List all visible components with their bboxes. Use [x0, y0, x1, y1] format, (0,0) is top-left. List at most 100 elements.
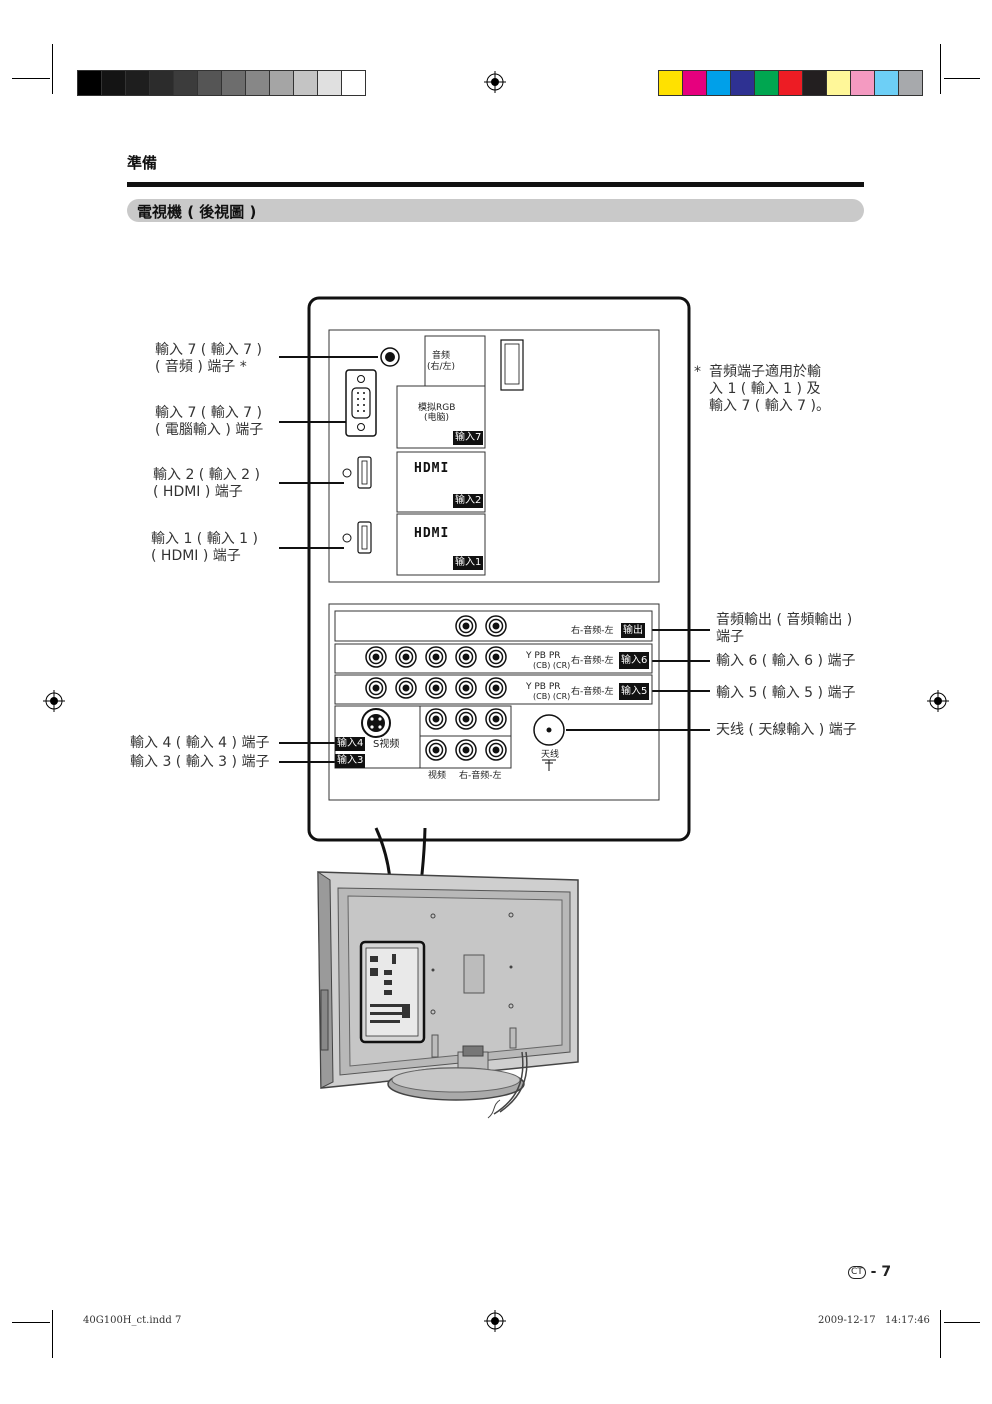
label-antenna: 天线 ( 天線輸入 ) 端子 [716, 722, 857, 738]
rca-jack-icon [395, 646, 417, 668]
label-input4: 輸入 4 ( 輸入 4 ) 端子 [130, 735, 270, 751]
label-line: ( HDMI ) 端子 [153, 484, 243, 500]
footnote-text: 音頻端子適用於輸 入 1 ( 輸入 1 ) 及 輸入 7 ( 輸入 7 )。 [709, 364, 830, 415]
subsection-banner: 電視機 ( 後視圖 ) [127, 199, 864, 222]
label-input6: 輸入 6 ( 輸入 6 ) 端子 [716, 653, 856, 669]
page-number: CT - 7 [848, 1264, 891, 1280]
color-swatch [898, 70, 923, 96]
label-line: 音頻輸出 ( 音頻輸出 ) [716, 612, 853, 628]
color-swatch [197, 70, 222, 96]
footnote-line: 入 1 ( 輸入 1 ) 及 [709, 381, 821, 397]
panel-text-audio: 右-音频-左 [571, 687, 614, 697]
port-tag-input1: 输入1 [453, 556, 484, 570]
label-line: ( HDMI ) 端子 [151, 548, 241, 564]
crop-mark [12, 78, 50, 79]
footnote-line: 音頻端子適用於輸 [709, 364, 821, 380]
port-tag-input5: 输入5 [619, 683, 650, 700]
subsection-title: 電視機 ( 後視圖 ) [137, 203, 257, 221]
rca-jack-icon [455, 739, 477, 761]
panel-text-s-video: S视频 [373, 739, 400, 750]
crop-mark [940, 1310, 941, 1358]
label-input2-hdmi: 輸入 2 ( 輸入 2 ) ( HDMI ) 端子 [153, 467, 260, 501]
crop-mark [12, 1322, 50, 1323]
port-tag-input4: 输入4 [335, 737, 366, 751]
crop-mark [944, 78, 980, 79]
panel-text-audio: 右-音频-左 [571, 656, 614, 666]
panel-text-pc: (电脑) [424, 413, 450, 423]
label-line: 輸入 7 ( 輸入 7 ) [155, 405, 262, 421]
footer-file: 40G100H_ct.indd 7 [83, 1315, 182, 1326]
rca-jack-icon [455, 677, 477, 699]
color-swatch [341, 70, 366, 96]
label-input1-hdmi: 輸入 1 ( 輸入 1 ) ( HDMI ) 端子 [151, 531, 258, 565]
panel-text-audio: 右-音频-左 [459, 771, 502, 781]
tv-rear-illustration [317, 871, 579, 1119]
label-line: 端子 [716, 629, 744, 645]
registration-target-icon [43, 690, 65, 712]
crop-mark [52, 44, 53, 94]
panel-text-video: 视频 [428, 771, 447, 781]
label-input5: 輸入 5 ( 輸入 5 ) 端子 [716, 685, 856, 701]
registration-target-icon [927, 690, 949, 712]
color-swatch [706, 70, 731, 96]
label-input7-audio: 輸入 7 ( 輸入 7 ) ( 音頻 ) 端子 * [155, 342, 262, 376]
color-swatch [317, 70, 342, 96]
hdmi-logo-icon: HDMI [414, 461, 450, 476]
footnote-line: 輸入 7 ( 輸入 7 )。 [709, 398, 830, 414]
rca-jack-icon [485, 615, 507, 637]
label-line: ( 電腦輸入 ) 端子 [155, 422, 264, 438]
rca-jack-icon [455, 615, 477, 637]
panel-text-analog-rgb: 模拟RGB [418, 403, 456, 413]
color-swatch [682, 70, 707, 96]
label-line: 輸入 2 ( 輸入 2 ) [153, 467, 260, 483]
panel-text-audio-rl: (右/左) [427, 362, 456, 372]
rca-jack-icon [485, 677, 507, 699]
registration-target-icon [484, 1310, 506, 1332]
port-tag-input6: 输入6 [619, 652, 650, 669]
panel-text-cbcr: (CB) (CR) [533, 692, 571, 701]
footnote-star: * [694, 364, 701, 380]
rca-jack-icon [455, 708, 477, 730]
footer-time: 14:17:46 [885, 1315, 930, 1326]
label-input3: 輸入 3 ( 輸入 3 ) 端子 [130, 754, 270, 770]
panel-text-audio: 音频 [432, 351, 451, 361]
crop-mark [940, 44, 941, 94]
footer-date: 2009-12-17 [818, 1315, 876, 1326]
rca-jack-icon [485, 739, 507, 761]
rca-jack-icon [395, 677, 417, 699]
registration-target-icon [484, 71, 506, 93]
label-line: 輸入 1 ( 輸入 1 ) [151, 531, 258, 547]
panel-text-ypbpr: Y PB PR [526, 682, 561, 692]
panel-text-antenna: 天线 [541, 750, 560, 760]
rca-jack-icon [425, 708, 447, 730]
rca-jack-icon [485, 708, 507, 730]
crop-mark [52, 1310, 53, 1358]
label-line: 輸入 7 ( 輸入 7 ) [155, 342, 262, 358]
rca-jack-icon [425, 677, 447, 699]
port-tag-input3: 输入3 [335, 754, 366, 768]
color-swatch [730, 70, 755, 96]
rca-jack-icon [425, 646, 447, 668]
label-input7-pc: 輸入 7 ( 輸入 7 ) ( 電腦輸入 ) 端子 [155, 405, 263, 439]
rca-jack-icon [455, 646, 477, 668]
hdmi-logo-icon: HDMI [414, 526, 450, 541]
section-title: 準備 [127, 154, 158, 172]
color-swatch [778, 70, 803, 96]
rca-jack-icon [365, 646, 387, 668]
port-tag-input2: 输入2 [453, 494, 484, 508]
rca-jack-icon [425, 739, 447, 761]
section-rule [127, 182, 864, 187]
crop-mark [944, 1322, 980, 1323]
rca-jack-icon [365, 677, 387, 699]
port-tag-input7: 输入7 [453, 431, 484, 445]
rca-jack-icon [485, 646, 507, 668]
region-badge: CT [848, 1266, 866, 1279]
label-audio-out: 音頻輸出 ( 音頻輸出 ) 端子 [716, 612, 852, 646]
label-line: ( 音頻 ) 端子 * [155, 359, 247, 375]
panel-text-cbcr: (CB) (CR) [533, 661, 571, 670]
panel-text-out-audio: 右-音频-左 [571, 626, 614, 636]
color-swatch [293, 70, 318, 96]
page-number-value: - 7 [870, 1264, 892, 1280]
color-swatch [269, 70, 294, 96]
